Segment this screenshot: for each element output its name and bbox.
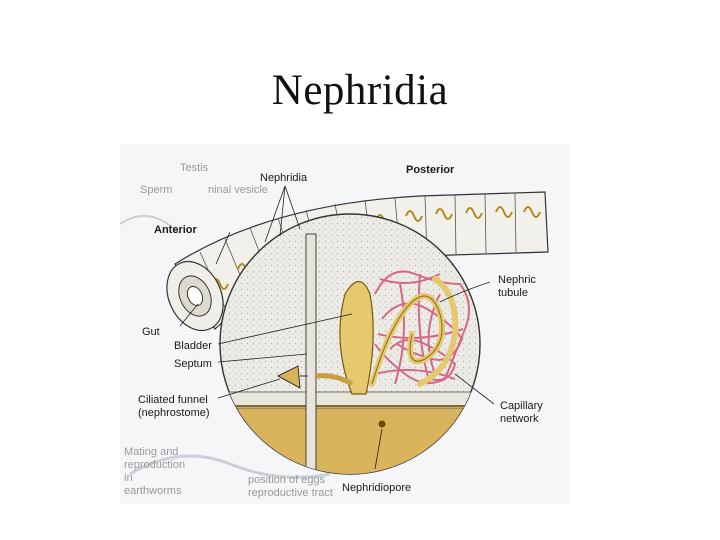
bladder-organ (339, 280, 374, 395)
label-nephridia: Nephridia (260, 172, 308, 184)
leader-lines (179, 185, 495, 470)
label-posterior: Posterior (406, 164, 455, 176)
label-capillary-network: Capillary network (500, 400, 543, 425)
slide-title: Nephridia (271, 67, 449, 114)
tubule-outline (371, 295, 443, 385)
label-nephric-tubule: Nephric tubule (498, 274, 536, 299)
worm-anatomy-illustration (120, 144, 570, 504)
background-sketch (120, 215, 331, 479)
nephridia-figure: Testis Sperm ninal vesicle Mating and re… (120, 144, 570, 504)
label-anterior: Anterior (154, 224, 197, 236)
bg-egg-label: position of eggs reproductive tract (248, 474, 333, 499)
label-septum: Septum (174, 358, 212, 370)
label-ciliated-funnel: Ciliated funnel (nephrostome) (138, 394, 210, 419)
bg-testis-label: Testis (180, 162, 209, 174)
bg-mating-label: Mating and reproduction in earthworms (124, 446, 186, 497)
nephridiopore-opening (378, 420, 386, 428)
septum-wall (305, 233, 317, 474)
label-gut: Gut (142, 326, 160, 338)
label-bladder: Bladder (174, 340, 212, 352)
bg-seminal-vesicle-label: ninal vesicle (208, 184, 268, 196)
label-nephridiopore: Nephridiopore (342, 482, 412, 494)
bg-sperm-label: Sperm (140, 184, 173, 196)
ciliated-funnel-shape (276, 365, 308, 389)
